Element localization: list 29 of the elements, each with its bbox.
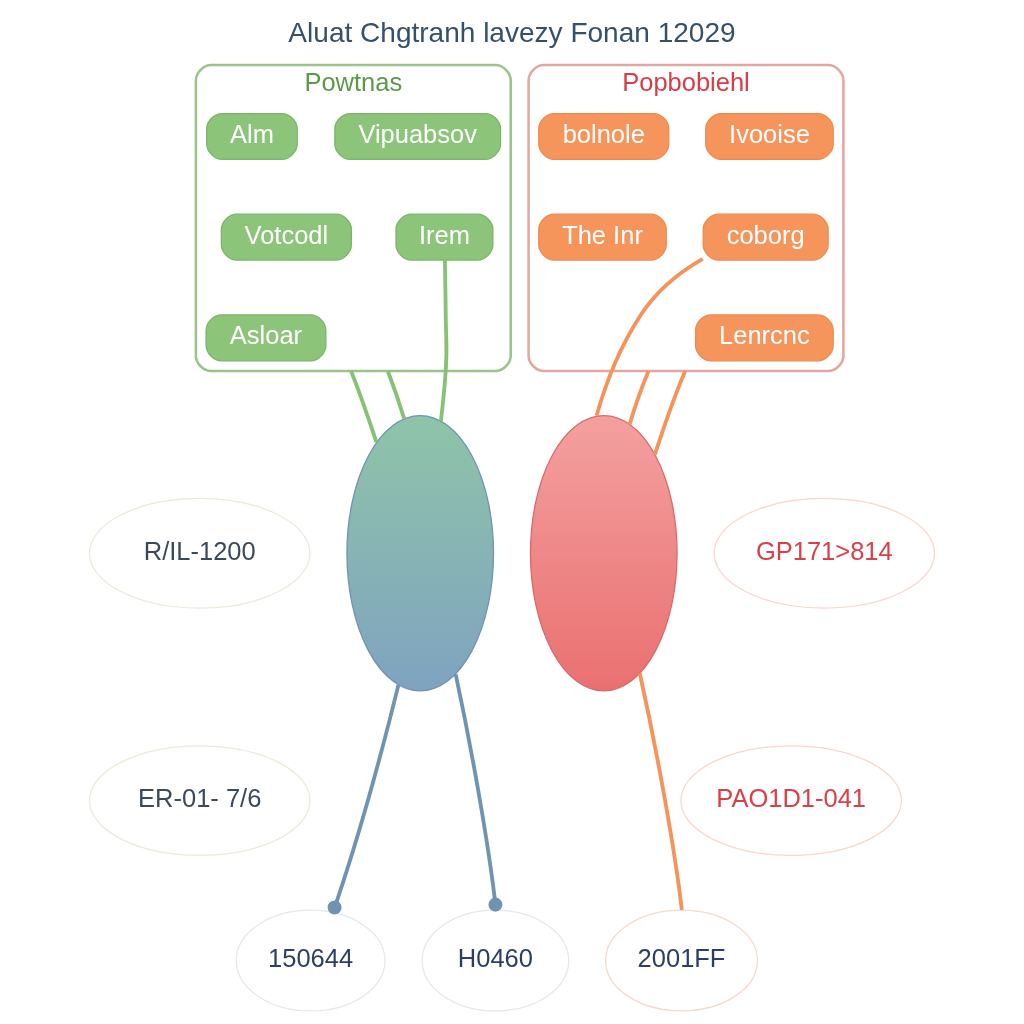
- connector: [594, 256, 704, 416]
- node-ellipse: PAO1D1-041: [680, 744, 903, 856]
- node-box: Asloar: [205, 313, 327, 361]
- connector: [653, 369, 687, 455]
- node-box: The Inr: [538, 213, 667, 261]
- connector: [453, 673, 503, 912]
- node-ellipse: 2001FF: [604, 909, 759, 1012]
- node-box: Lenrcnc: [694, 313, 834, 361]
- node-ellipse: R/IL-1200: [88, 497, 311, 609]
- node-ellipse: GP171>814: [713, 497, 936, 609]
- connector: [386, 369, 406, 419]
- connector: [439, 259, 449, 421]
- node-box: coborg: [702, 213, 829, 261]
- node-ellipse: H0460: [421, 909, 570, 1012]
- node-box: Votcodl: [220, 213, 353, 261]
- connector: [627, 369, 651, 425]
- connector: [327, 683, 401, 914]
- node-ellipse: 150644: [235, 909, 386, 1012]
- node-box: Vipuabsov: [334, 112, 502, 160]
- node-picture: [346, 414, 495, 692]
- diagram-title: Aluat Chgtranh lavezy Fonan 12029: [288, 16, 736, 48]
- node-ellipse: ER-01- 7/6: [88, 744, 311, 856]
- node-box: Alm: [206, 112, 298, 160]
- node-box: Irem: [395, 213, 494, 261]
- node-picture: [529, 414, 678, 692]
- node-box: Ivooise: [705, 112, 834, 160]
- connector: [349, 369, 379, 443]
- node-box: bolnole: [538, 112, 670, 160]
- connector: [637, 672, 684, 910]
